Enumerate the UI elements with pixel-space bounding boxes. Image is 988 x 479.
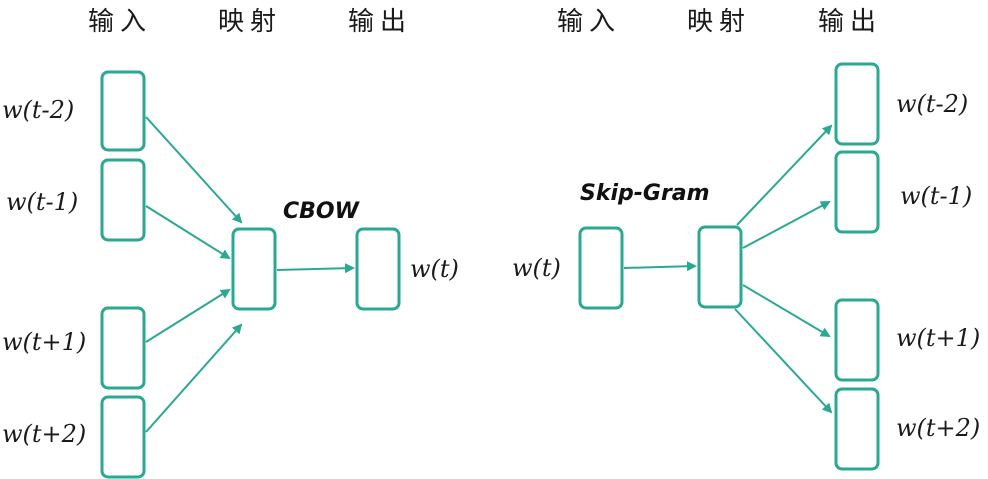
skipgram-input-node [578,226,624,310]
skipgram-output-label-t-1: w(t-1) [900,182,972,210]
skipgram-projection-node [697,225,743,309]
skipgram-output-node-t-1 [834,150,880,234]
cbow-edge-t+2 [145,323,243,433]
cbow-title: CBOW [283,199,361,224]
skipgram-edge-input-projection [623,261,697,272]
skipgram-edge-t+1 [742,284,831,338]
cbow-input-node-t-2 [100,70,146,152]
skipgram-output-label-t+2: w(t+2) [896,414,980,442]
skipgram-edge-t+2 [734,308,833,414]
cbow-input-node-t+1 [100,306,146,390]
skipgram-header-input: 输入 [557,7,621,37]
skipgram-edge-t-1 [742,201,831,249]
cbow-input-label-t+1: w(t+1) [2,328,86,356]
cbow-input-node-t-1 [100,158,146,242]
cbow-edge-t+1 [145,288,231,343]
cbow-input-label-t-2: w(t-2) [2,96,74,124]
cbow-output-label: w(t) [410,255,459,283]
cbow-input-label-t+2: w(t+2) [2,420,86,448]
cbow-input-node-t+2 [100,395,146,479]
cbow-edge-t-2 [145,116,243,224]
skipgram-header-projection: 映射 [687,7,751,37]
skipgram-title: Skip-Gram [580,181,710,206]
skipgram-model: 输入 映射 输出 Skip-Gram w(t) w(t-2) w(t-1) w(… [512,7,980,471]
cbow-output-node [355,227,401,311]
skipgram-header-output: 输出 [818,7,882,37]
skipgram-output-label-t-2: w(t-2) [896,90,968,118]
skipgram-output-node-t+2 [834,387,880,471]
cbow-header-projection: 映射 [218,7,282,37]
cbow-edge-t-1 [145,205,231,260]
cbow-header-output: 输出 [348,7,412,37]
skipgram-output-node-t+1 [834,298,880,382]
cbow-header-input: 输入 [88,7,152,37]
skipgram-output-label-t+1: w(t+1) [896,324,980,352]
skipgram-input-label: w(t) [512,254,561,282]
cbow-projection-node [231,227,277,311]
skipgram-output-node-t-2 [834,62,880,146]
cbow-model: 输入 映射 输出 w(t-2) w(t-1) w(t+1) w(t+2) CBO… [2,7,459,479]
skipgram-edge-t-2 [736,124,833,226]
cbow-input-label-t-1: w(t-1) [6,188,78,216]
cbow-edge-projection-output [276,263,355,274]
